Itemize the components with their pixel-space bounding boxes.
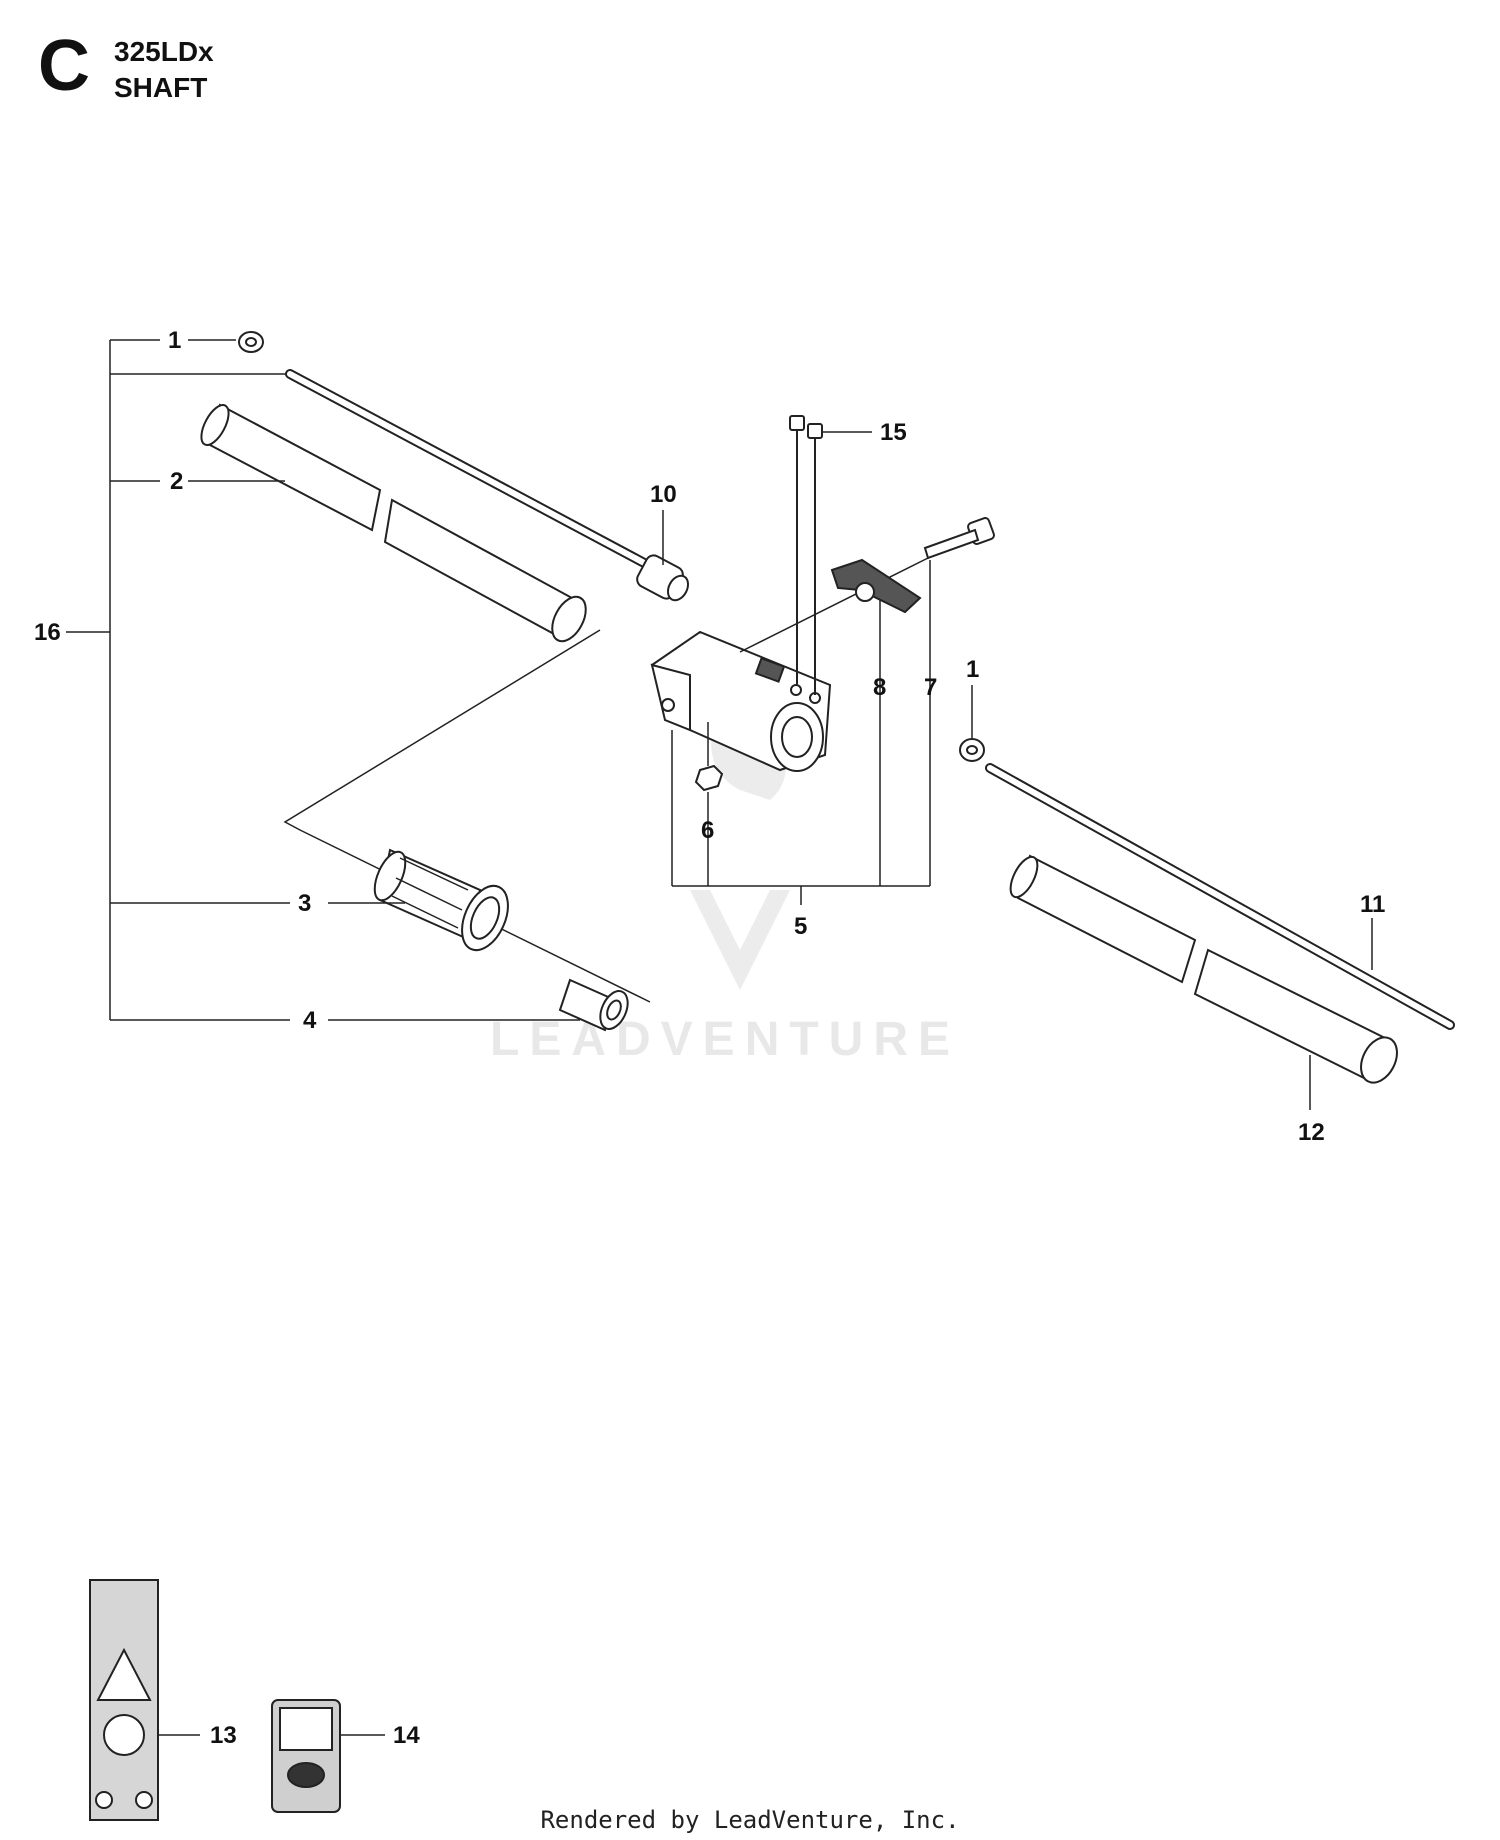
bracket-5 bbox=[671, 730, 930, 905]
trimmer-logo-icon bbox=[279, 1707, 333, 1751]
part-trimmer-decal-14 bbox=[271, 1699, 385, 1813]
watermark-v-logo-icon bbox=[690, 890, 790, 990]
section-letter: C bbox=[38, 26, 90, 106]
callout-14: 14 bbox=[393, 1722, 420, 1749]
callout-16: 16 bbox=[34, 619, 61, 646]
part-nut-6 bbox=[694, 722, 724, 886]
part-coupling-sleeve bbox=[328, 848, 509, 952]
watermark-text: LEADVENTURE bbox=[490, 1013, 960, 1066]
callout-1-upper: 1 bbox=[168, 327, 181, 354]
warning-triangle-icon bbox=[96, 1647, 152, 1701]
callout-4: 4 bbox=[303, 1007, 317, 1034]
part-collar-nut bbox=[328, 978, 629, 1032]
callout-15: 15 bbox=[880, 419, 907, 446]
bracket-16 bbox=[66, 339, 290, 1021]
callout-1-right: 1 bbox=[966, 656, 979, 683]
watermark: LEADVENTURE bbox=[490, 690, 960, 1066]
part-tube-lower bbox=[1009, 854, 1398, 1110]
part-bolt-7 bbox=[739, 517, 995, 886]
callout-10: 10 bbox=[650, 481, 677, 508]
part-clamp-housing bbox=[650, 630, 832, 772]
part-drive-shaft-upper bbox=[285, 369, 653, 570]
callout-12: 12 bbox=[1298, 1119, 1325, 1146]
callout-2: 2 bbox=[170, 468, 183, 495]
part-knob-8 bbox=[830, 558, 922, 886]
part-screws-15 bbox=[789, 415, 872, 695]
footer-credit: Rendered by LeadVenture, Inc. bbox=[540, 1806, 960, 1834]
callout-7: 7 bbox=[924, 674, 937, 701]
protective-gear-icon bbox=[95, 1791, 113, 1809]
trimmer-head-icon bbox=[287, 1762, 325, 1788]
callout-13: 13 bbox=[210, 1722, 237, 1749]
part-warning-decal-13 bbox=[89, 1579, 200, 1821]
part-tube-upper bbox=[188, 403, 587, 643]
callout-8: 8 bbox=[873, 674, 886, 701]
callout-5: 5 bbox=[794, 913, 807, 940]
part-washer-top bbox=[188, 331, 264, 353]
callout-11: 11 bbox=[1360, 891, 1385, 918]
callout-3: 3 bbox=[298, 890, 311, 917]
part-drive-shaft-lower bbox=[985, 763, 1455, 1030]
part-bushing-10 bbox=[636, 510, 690, 602]
model-name: 325LDx bbox=[114, 36, 214, 67]
section-name: SHAFT bbox=[114, 72, 208, 103]
callout-6: 6 bbox=[701, 817, 714, 844]
part-washer-right bbox=[959, 685, 985, 762]
protective-gear-icon bbox=[135, 1791, 153, 1809]
rotation-hazard-icon bbox=[103, 1714, 145, 1756]
